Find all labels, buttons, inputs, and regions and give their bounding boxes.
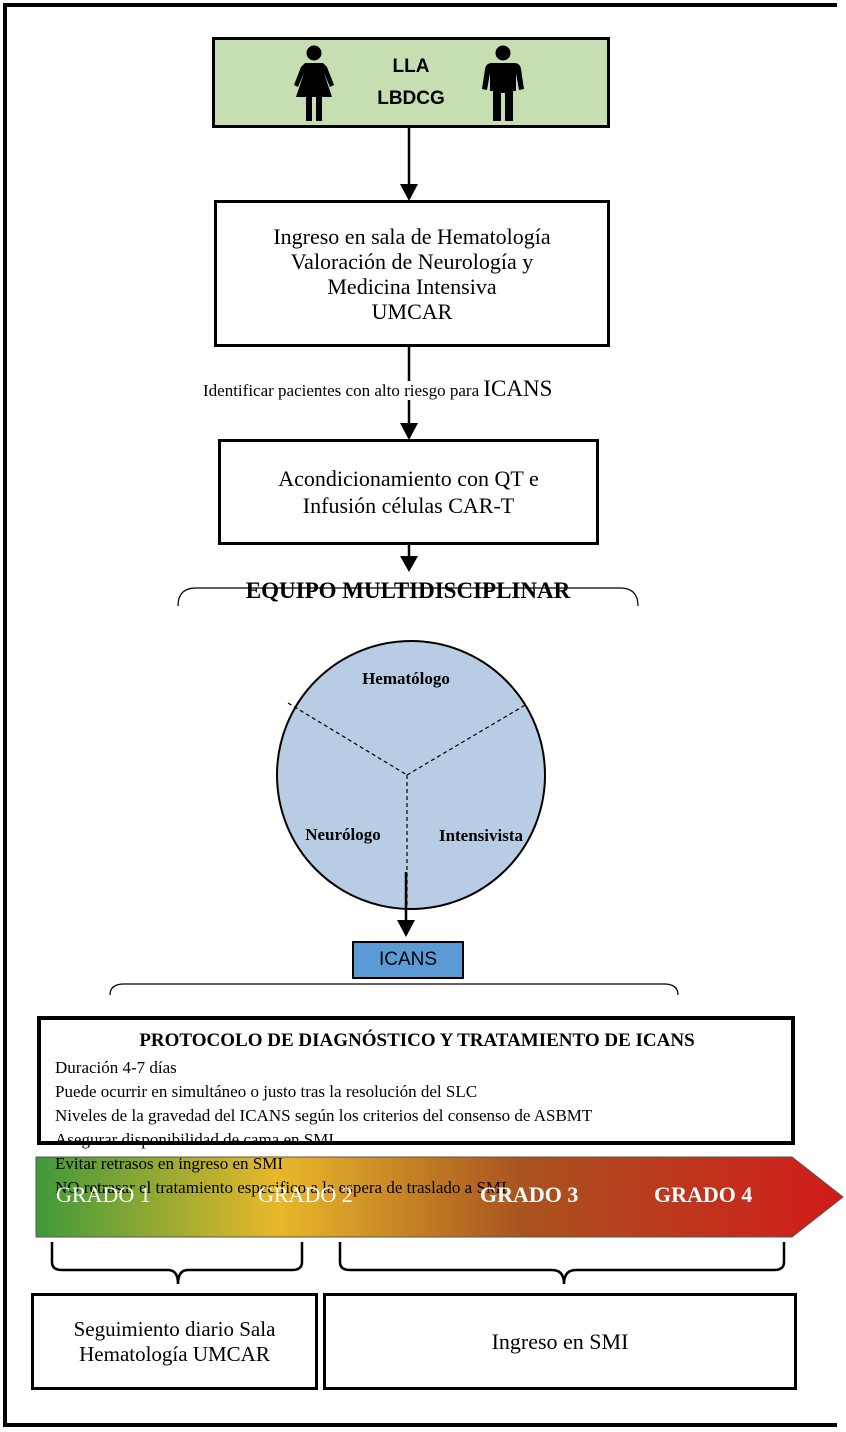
admission-line-2: Valoración de Neurología y xyxy=(290,248,534,274)
population-box: LLA LBDCG xyxy=(212,37,610,128)
grade-1-label: GRADO 1 xyxy=(56,1182,151,1207)
woman-icon xyxy=(294,45,334,121)
bracket-high-grades xyxy=(338,1242,786,1285)
team-circle xyxy=(276,640,546,910)
conditioning-box: Acondicionamiento con QT e Infusión célu… xyxy=(218,439,599,545)
follow-up-box: Seguimiento diario Sala Hematología UMCA… xyxy=(31,1293,318,1390)
circle-label-intensivist: Intensivista xyxy=(438,826,524,845)
protocol-item: Asegurar disponibilidad de cama en SMI xyxy=(55,1130,335,1149)
man-icon xyxy=(482,45,524,121)
conditioning-line-2: Infusión células CAR-T xyxy=(302,493,515,518)
grade-2-label: GRADO 2 xyxy=(258,1182,353,1207)
team-brace xyxy=(177,587,639,607)
risk-label: Identificar pacientes con alto riesgo pa… xyxy=(203,376,643,406)
follow-up-line-1: Seguimiento diario Sala xyxy=(73,1316,276,1341)
outer-frame xyxy=(3,3,837,1427)
grade-3-label: GRADO 3 xyxy=(480,1182,579,1207)
bracket-low-grades xyxy=(50,1242,304,1285)
circle-label-neurologist: Neurólogo xyxy=(305,825,381,844)
admission-line-3: Medicina Intensiva xyxy=(327,273,497,299)
protocol-item: Puede ocurrir en simultáneo o justo tras… xyxy=(55,1082,478,1101)
grade-gradient-arrow xyxy=(35,1156,844,1238)
icu-admission-box: Ingreso en SMI xyxy=(323,1293,797,1390)
population-line-1: LLA xyxy=(392,55,430,77)
admission-box: Ingreso en sala de Hematología Valoració… xyxy=(214,200,610,347)
protocol-box: PROTOCOLO DE DIAGNÓSTICO Y TRATAMIENTO D… xyxy=(37,1016,795,1197)
circle-divider-left xyxy=(287,702,408,776)
conditioning-line-1: Acondicionamiento con QT e xyxy=(278,466,539,491)
grade-4-label: GRADO 4 xyxy=(654,1182,753,1207)
arrow-4-head xyxy=(397,920,415,937)
follow-up-line-2: Hematología UMCAR xyxy=(79,1341,270,1366)
circle-label-hematologist: Hematólogo xyxy=(362,669,450,688)
risk-label-main: Identificar pacientes con alto riesgo pa… xyxy=(203,381,484,400)
circle-divider-right xyxy=(406,703,528,776)
admission-line-1: Ingreso en sala de Hematología xyxy=(273,223,551,249)
icans-box: ICANS xyxy=(352,941,464,979)
admission-line-4: UMCAR xyxy=(371,298,453,324)
arrow-1-head xyxy=(400,184,418,201)
risk-label-emph: ICANS xyxy=(483,376,553,401)
protocol-brace xyxy=(109,983,679,996)
arrow-3-head xyxy=(400,556,418,572)
arrow-2-head xyxy=(400,423,418,440)
protocol-item: NO retrasar el tratamiento especifico a … xyxy=(55,1178,507,1197)
protocol-item: Duración 4-7 días xyxy=(55,1058,177,1077)
protocol-item: Evitar retrasos en ingreso en SMI xyxy=(55,1154,284,1173)
protocol-item: Niveles de la gravedad del ICANS según l… xyxy=(55,1106,593,1125)
population-line-2: LBDCG xyxy=(377,87,445,109)
protocol-title: PROTOCOLO DE DIAGNÓSTICO Y TRATAMIENTO D… xyxy=(139,1030,695,1051)
team-title: EQUIPO MULTIDISCIPLINAR xyxy=(245,578,571,603)
